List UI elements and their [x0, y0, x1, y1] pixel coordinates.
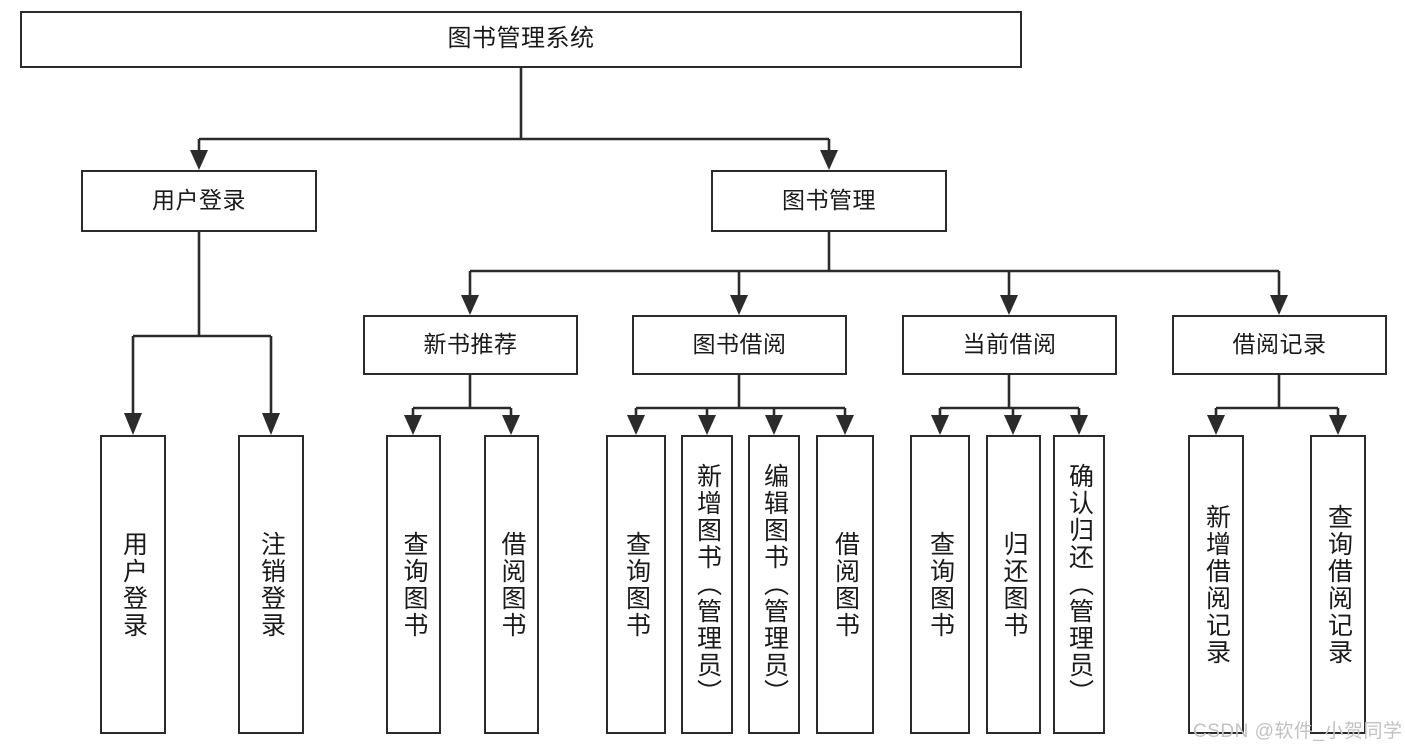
- leaf-add-book-admin-label: 新增图书（管理员）: [693, 463, 722, 706]
- node-borrow-record-label: 借阅记录: [1232, 331, 1327, 358]
- leaf-add-book-admin[interactable]: 新增图书（管理员）: [681, 435, 733, 734]
- leaf-user-login-label: 用户登录: [119, 530, 148, 639]
- arrow-borrow-leaf-4: [836, 415, 854, 435]
- leaf-borrow-book[interactable]: 借阅图书: [816, 435, 874, 734]
- leaf-borrow-book-label: 借阅图书: [831, 530, 860, 639]
- node-new-book-recommend[interactable]: 新书推荐: [363, 315, 578, 375]
- node-user-login-label: 用户登录: [152, 187, 246, 214]
- leaf-query-borrow-record-label: 查询借阅记录: [1324, 503, 1353, 666]
- node-book-management-label: 图书管理: [782, 187, 876, 214]
- leaf-add-borrow-record-label: 新增借阅记录: [1202, 503, 1231, 666]
- csdn-watermark: CSDN @软件_小贺同学: [1193, 721, 1403, 742]
- node-current-borrow[interactable]: 当前借阅: [902, 315, 1117, 375]
- arrow-to-current: [1000, 295, 1018, 315]
- arrow-current-leaf-1: [931, 415, 949, 435]
- arrow-to-user-login: [190, 150, 208, 170]
- leaf-borrow-book-newbook-label: 借阅图书: [498, 530, 526, 639]
- node-root-label: 图书管理系统: [447, 25, 595, 53]
- leaf-query-book-current-label: 查询图书: [926, 530, 955, 639]
- node-book-borrow[interactable]: 图书借阅: [632, 315, 847, 375]
- arrow-record-leaf-1: [1207, 415, 1225, 435]
- node-current-borrow-label: 当前借阅: [962, 331, 1057, 358]
- leaf-edit-book-admin[interactable]: 编辑图书（管理员）: [748, 435, 800, 734]
- leaf-borrow-book-newbook[interactable]: 借阅图书: [484, 435, 539, 734]
- node-borrow-record[interactable]: 借阅记录: [1172, 315, 1387, 375]
- arrow-userlogin-leaf-2: [262, 413, 280, 435]
- leaf-query-borrow-record[interactable]: 查询借阅记录: [1310, 435, 1366, 734]
- leaf-edit-book-admin-label: 编辑图书（管理员）: [760, 463, 789, 706]
- leaf-confirm-return-admin[interactable]: 确认归还（管理员）: [1053, 435, 1105, 734]
- leaf-query-book-borrow[interactable]: 查询图书: [606, 435, 666, 734]
- node-root[interactable]: 图书管理系统: [20, 11, 1022, 68]
- arrow-to-record: [1270, 295, 1288, 315]
- arrow-to-new-book: [461, 295, 479, 315]
- leaf-query-book-current[interactable]: 查询图书: [910, 435, 970, 734]
- node-user-login[interactable]: 用户登录: [81, 170, 317, 232]
- node-book-management[interactable]: 图书管理: [711, 170, 947, 232]
- arrow-current-leaf-2: [1004, 415, 1022, 435]
- leaf-logout[interactable]: 注销登录: [238, 435, 304, 734]
- leaf-confirm-return-admin-label: 确认归还（管理员）: [1065, 463, 1094, 706]
- arrow-userlogin-leaf-1: [124, 413, 142, 435]
- arrow-record-leaf-2: [1329, 415, 1347, 435]
- arrow-current-leaf-3: [1070, 415, 1088, 435]
- node-book-borrow-label: 图书借阅: [692, 331, 787, 358]
- leaf-return-book[interactable]: 归还图书: [986, 435, 1041, 734]
- leaf-return-book-label: 归还图书: [1000, 530, 1028, 639]
- arrow-borrow-leaf-2: [698, 415, 716, 435]
- leaf-logout-label: 注销登录: [257, 530, 286, 639]
- arrow-to-borrow: [730, 295, 748, 315]
- arrow-to-book-mgmt: [820, 150, 838, 170]
- leaf-add-borrow-record[interactable]: 新增借阅记录: [1188, 435, 1244, 734]
- leaf-user-login[interactable]: 用户登录: [100, 435, 166, 734]
- leaf-query-book-newbook[interactable]: 查询图书: [386, 435, 441, 734]
- arrow-borrow-leaf-3: [765, 415, 783, 435]
- leaf-query-book-newbook-label: 查询图书: [400, 530, 428, 639]
- leaf-query-book-borrow-label: 查询图书: [622, 530, 651, 639]
- node-new-book-recommend-label: 新书推荐: [423, 331, 518, 358]
- arrow-newbook-leaf-1: [404, 415, 422, 435]
- arrow-borrow-leaf-1: [627, 415, 645, 435]
- arrow-newbook-leaf-2: [502, 415, 520, 435]
